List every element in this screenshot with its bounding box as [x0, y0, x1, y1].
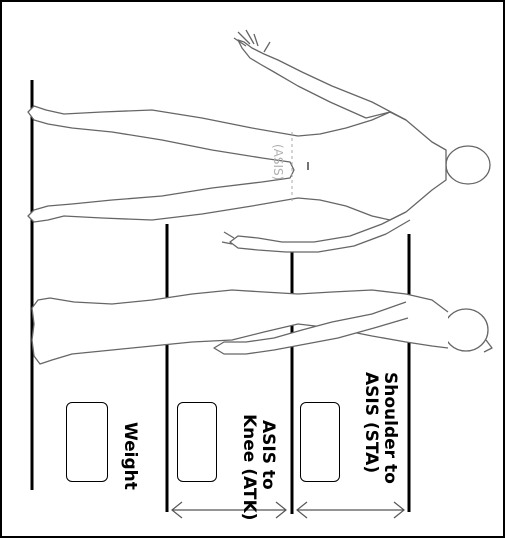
sta-label-line2: ASIS (STA): [361, 372, 380, 484]
sta-input-box[interactable]: [300, 402, 340, 482]
atk-input-box[interactable]: [177, 402, 217, 482]
weight-input-box[interactable]: [66, 402, 108, 482]
sta-label: Shoulder to ASIS (STA): [361, 372, 399, 484]
atk-label-line2: Knee (ATK): [239, 414, 258, 520]
sta-arrow-icon: [297, 502, 404, 518]
side-body-figure: [32, 290, 492, 364]
sta-label-line1: Shoulder to: [380, 372, 399, 484]
front-body-figure: [28, 30, 490, 252]
atk-label-line1: ASIS to: [258, 414, 277, 520]
asis-marker-label: (ASIS): [271, 144, 285, 180]
weight-label: Weight: [120, 422, 139, 490]
atk-label: ASIS to Knee (ATK): [239, 414, 277, 520]
